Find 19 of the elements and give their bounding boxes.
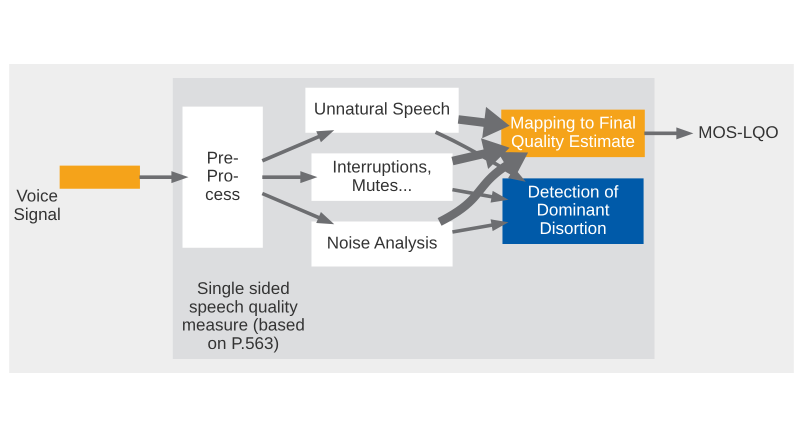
arrow	[262, 192, 334, 224]
arrow	[438, 152, 528, 226]
arrow	[139, 171, 188, 184]
arrow	[262, 130, 334, 162]
arrow	[452, 188, 508, 203]
arrow	[262, 171, 318, 184]
node-box: Detection of Dominant Disortion	[502, 178, 644, 244]
arrow	[458, 106, 510, 138]
node-box	[60, 166, 140, 189]
node-box: Noise Analysis	[311, 222, 453, 267]
arrow	[644, 127, 694, 140]
node-box: Mapping to Final Quality Estimate	[501, 110, 645, 158]
node-box: Pre- Pro- cess	[182, 106, 263, 248]
arrow	[452, 219, 508, 234]
node-box: Unnatural Speech	[305, 88, 459, 133]
arrow	[451, 138, 510, 169]
node-box: Interruptions, Mutes...	[311, 153, 453, 201]
node-label: Voice Signal	[13, 186, 61, 224]
node-text: MOS-LQO	[698, 122, 779, 142]
